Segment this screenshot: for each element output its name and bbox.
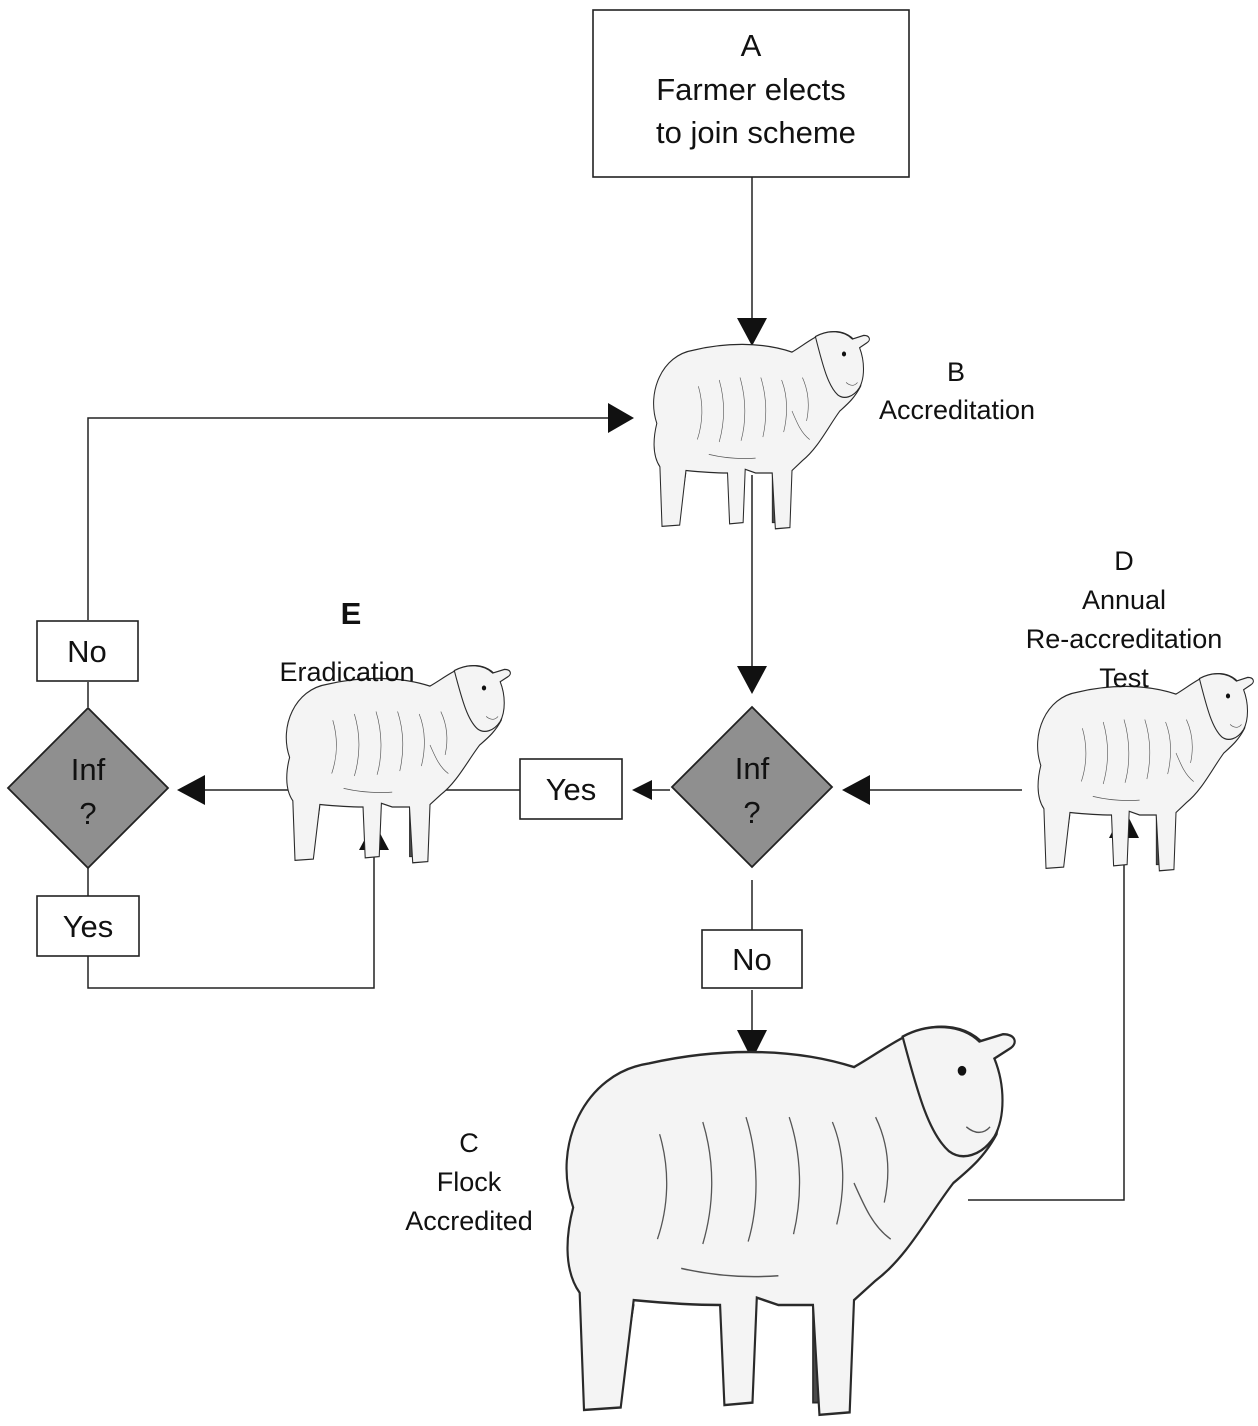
arrowhead-left-icon [632, 780, 652, 800]
node-c-line1: Flock [437, 1167, 502, 1197]
node-d-line2: Re-accreditation [1026, 624, 1223, 654]
node-c-line2: Accredited [405, 1206, 533, 1236]
answer-left-no: No [36, 620, 139, 682]
answer-center-yes: Yes [519, 758, 623, 820]
svg-text:Yes: Yes [546, 772, 597, 807]
node-d: D Annual Re-accreditation Test [1026, 546, 1223, 693]
node-a-line2: to join scheme [656, 115, 856, 150]
node-a-letter: A [741, 28, 762, 63]
sheep-d [1036, 672, 1254, 872]
answer-center-no: No [701, 929, 803, 989]
sheep-c [565, 1025, 1016, 1417]
node-c-letter: C [459, 1128, 479, 1158]
node-d-line1: Annual [1082, 585, 1166, 615]
node-b: B Accreditation [879, 357, 1035, 425]
node-a-line1: Farmer elects [656, 72, 845, 107]
decision-left: Inf ? [6, 706, 170, 870]
decision-center-line2: ? [743, 795, 760, 830]
arrowhead-left-icon [177, 775, 205, 805]
node-b-label: Accreditation [879, 395, 1035, 425]
sheep-e [285, 664, 511, 864]
decision-left-line1: Inf [71, 752, 106, 787]
arrowhead-down-icon [737, 666, 767, 694]
answer-left-yes: Yes [36, 895, 140, 957]
node-e-label: Eradication [279, 657, 414, 687]
decision-left-line2: ? [79, 796, 96, 831]
arrowhead-left-icon [842, 775, 870, 805]
svg-text:No: No [67, 634, 107, 669]
connector-c-d [968, 838, 1125, 1201]
connector-yes-e [87, 850, 375, 989]
decision-center: Inf ? [670, 705, 834, 869]
arrowhead-right-icon [608, 403, 634, 433]
svg-text:No: No [732, 942, 772, 977]
svg-text:Yes: Yes [63, 909, 114, 944]
node-e-letter: E [341, 596, 362, 631]
arrowhead-down-icon [737, 318, 767, 346]
node-a: A Farmer elects to join scheme [592, 9, 910, 178]
node-d-letter: D [1114, 546, 1134, 576]
node-b-letter: B [947, 357, 965, 387]
decision-center-line1: Inf [735, 751, 770, 786]
connector-no-b [87, 417, 608, 620]
node-e: E Eradication [279, 596, 414, 687]
arrowhead-down-icon [737, 1030, 767, 1060]
node-c: C Flock Accredited [405, 1128, 533, 1236]
sheep-b [652, 330, 870, 530]
node-d-line3: Test [1099, 663, 1149, 693]
